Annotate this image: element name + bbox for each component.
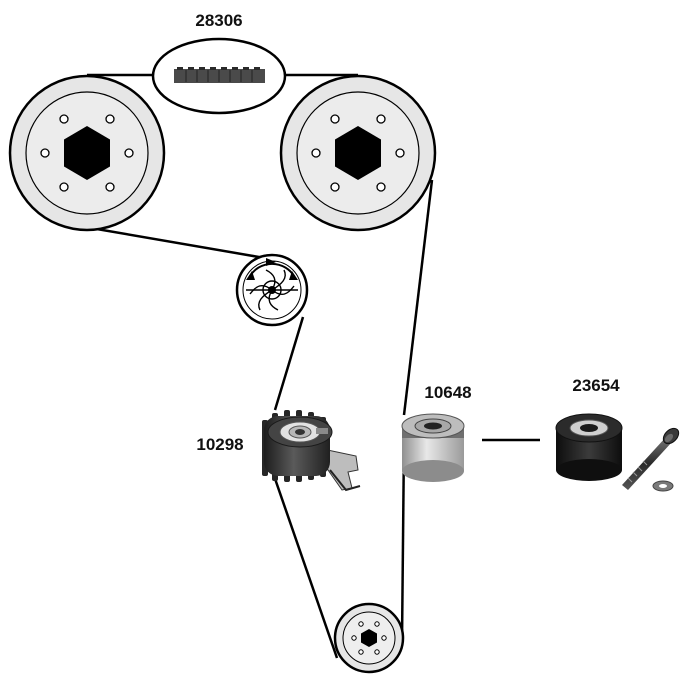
- bolt-holes: [40, 114, 134, 192]
- washer-icon: [652, 480, 674, 492]
- belt-segment-idler-to-right-cam: [402, 179, 434, 416]
- idler-pulley-kit-image: [555, 413, 680, 492]
- right-camshaft-pulley: [279, 74, 437, 232]
- hex-hub-icon: [335, 126, 381, 180]
- belt-segment-tensioner-to-crank: [270, 469, 339, 659]
- idler-kit-part-number: 23654: [572, 376, 620, 395]
- timing-belt: [84, 73, 540, 659]
- bolt-holes: [311, 114, 405, 192]
- bolt-icon: [622, 427, 680, 490]
- tensioner-part-number: 10298: [196, 435, 243, 454]
- crankshaft-pulley: [333, 602, 405, 674]
- left-camshaft-pulley: [8, 74, 166, 232]
- belt-segment-pump-to-tensioner: [273, 316, 305, 411]
- idler-pulley-image: [401, 413, 465, 482]
- tensioner-pulley-image: [262, 410, 361, 492]
- belt-part-number: 28306: [195, 11, 242, 30]
- hex-hub-icon: [64, 126, 110, 180]
- hex-hub-icon: [361, 629, 377, 647]
- bolt-holes: [351, 621, 387, 655]
- belt-segment-left-to-pump: [84, 225, 289, 264]
- water-pump-pulley: [235, 253, 309, 327]
- belt-detail-callout: [151, 37, 287, 115]
- idler-part-number: 10648: [424, 383, 471, 402]
- rotation-arrows-icon: [249, 262, 295, 277]
